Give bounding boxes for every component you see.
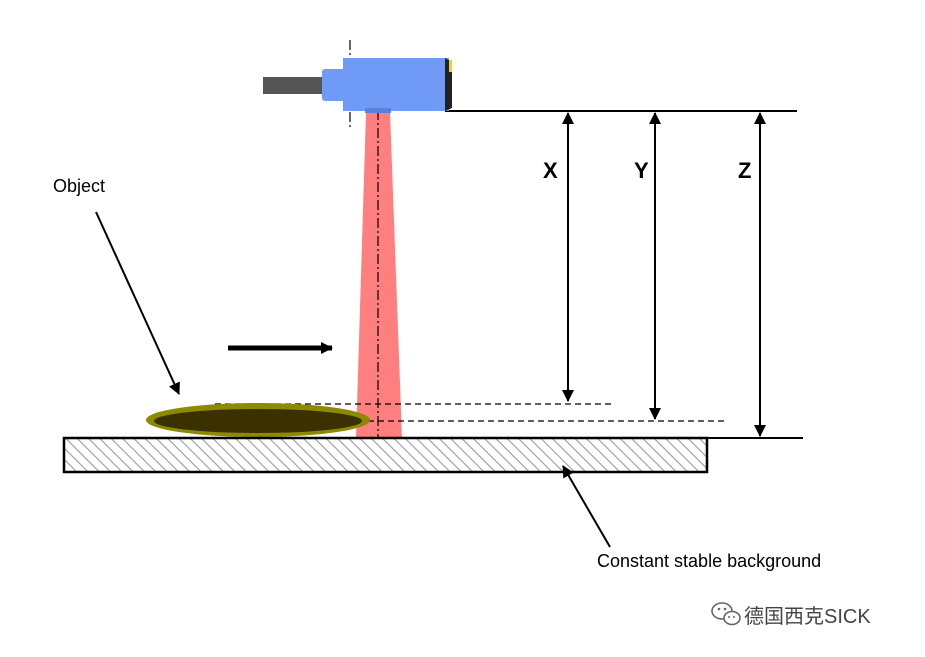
sensor-cable-connector (322, 69, 346, 101)
dimension-z-label: Z (738, 158, 751, 183)
sensor-cap-accent (449, 60, 452, 72)
watermark-text: 德国西克SICK (744, 605, 871, 628)
sensor-body (343, 58, 449, 111)
background-pointer-arrow (562, 465, 611, 548)
object-shape-inner (154, 409, 362, 433)
background-plate (62, 436, 709, 474)
wechat-icon (711, 602, 741, 626)
object-label: Object (53, 176, 105, 196)
object-pointer-arrow (95, 211, 180, 395)
dimension-x-label: X (543, 158, 558, 183)
sensor-cable (263, 77, 325, 94)
dimension-y-label: Y (634, 158, 649, 183)
background-label: Constant stable background (597, 551, 821, 571)
sensor-front-face (365, 108, 391, 113)
laser-beam (356, 112, 402, 438)
